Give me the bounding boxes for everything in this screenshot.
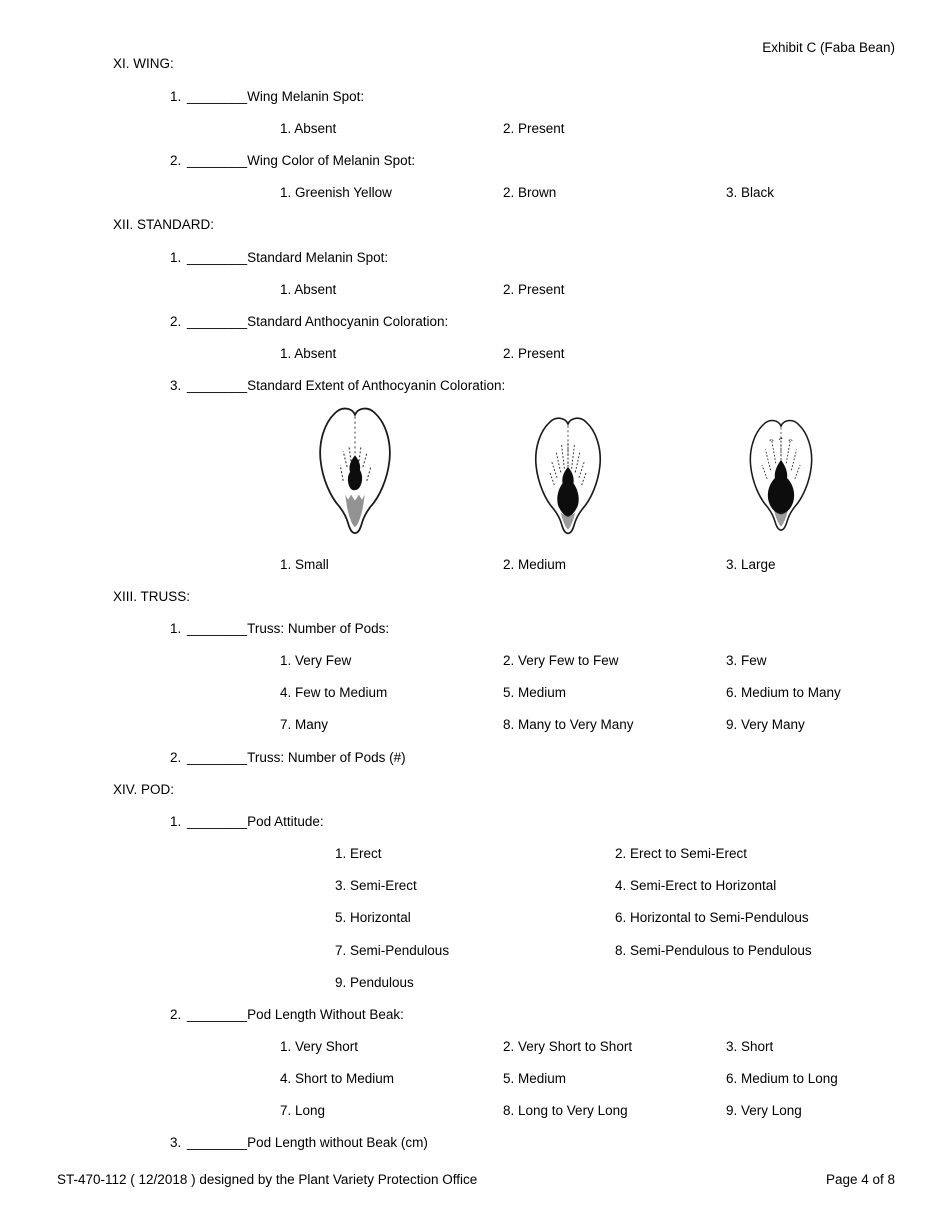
item-label: Truss: Number of Pods: bbox=[247, 621, 390, 636]
item-pod-attitude: 1. ________Pod Attitude: bbox=[170, 814, 324, 830]
option-horizontal-to-semi-pendulous: 6. Horizontal to Semi-Pendulous bbox=[615, 910, 809, 925]
section-heading-pod: XIV. POD: bbox=[113, 782, 175, 797]
option-medium-to-many: 6. Medium to Many bbox=[726, 685, 841, 700]
option-semi-erect-to-horizontal: 4. Semi-Erect to Horizontal bbox=[615, 878, 777, 893]
section-heading-standard: XII. STANDARD: bbox=[113, 217, 215, 232]
item-standard-melanin-spot: 1. ________Standard Melanin Spot: bbox=[170, 250, 388, 266]
item-pod-length-without-beak: 2. ________Pod Length Without Beak: bbox=[170, 1007, 404, 1023]
truss-number-of-pods-count-blank[interactable]: ________ bbox=[187, 750, 248, 765]
option-large: 3. Large bbox=[726, 557, 776, 572]
option-present: 2. Present bbox=[503, 346, 565, 361]
item-number: 2. bbox=[170, 1007, 182, 1022]
item-wing-melanin-spot: 1. ________Wing Melanin Spot: bbox=[170, 89, 364, 105]
option-long-to-very-long: 8. Long to Very Long bbox=[503, 1103, 628, 1118]
page-number: Page 4 of 8 bbox=[825, 1172, 895, 1187]
option-very-short: 1. Very Short bbox=[280, 1039, 359, 1054]
option-very-few-to-few: 2. Very Few to Few bbox=[503, 653, 619, 668]
wing-melanin-spot-blank[interactable]: ________ bbox=[187, 89, 248, 104]
item-label: Truss: Number of Pods (#) bbox=[247, 750, 406, 765]
form-id-footer: ST-470-112 ( 12/2018 ) designed by the P… bbox=[57, 1172, 478, 1187]
option-erect: 1. Erect bbox=[335, 846, 382, 861]
option-few: 3. Few bbox=[726, 653, 767, 668]
option-erect-to-semi-erect: 2. Erect to Semi-Erect bbox=[615, 846, 748, 861]
option-pendulous: 9. Pendulous bbox=[335, 975, 414, 990]
item-label: Wing Color of Melanin Spot: bbox=[247, 153, 416, 168]
section-heading-wing: XI. WING: bbox=[113, 56, 174, 71]
item-label: Pod Attitude: bbox=[247, 814, 324, 829]
item-number: 2. bbox=[170, 314, 182, 329]
option-short-to-medium: 4. Short to Medium bbox=[280, 1071, 395, 1086]
standard-melanin-spot-blank[interactable]: ________ bbox=[187, 250, 248, 265]
option-medium-to-long: 6. Medium to Long bbox=[726, 1071, 838, 1086]
item-standard-extent-anthocyanin: 3. ________Standard Extent of Anthocyanin… bbox=[170, 378, 505, 394]
option-very-short-to-short: 2. Very Short to Short bbox=[503, 1039, 633, 1054]
option-semi-pendulous-to-pendulous: 8. Semi-Pendulous to Pendulous bbox=[615, 943, 812, 958]
item-pod-length-without-beak-cm: 3. ________Pod Length without Beak (cm) bbox=[170, 1135, 428, 1151]
section-heading-truss: XIII. TRUSS: bbox=[113, 589, 191, 604]
option-absent: 1. Absent bbox=[280, 346, 337, 361]
option-greenish-yellow: 1. Greenish Yellow bbox=[280, 185, 392, 200]
option-absent: 1. Absent bbox=[280, 121, 337, 136]
item-truss-number-of-pods: 1. ________Truss: Number of Pods: bbox=[170, 621, 389, 637]
item-wing-color-melanin-spot: 2. ________Wing Color of Melanin Spot: bbox=[170, 153, 415, 169]
pod-length-cm-blank[interactable]: ________ bbox=[187, 1135, 248, 1150]
option-horizontal: 5. Horizontal bbox=[335, 910, 411, 925]
option-semi-pendulous: 7. Semi-Pendulous bbox=[335, 943, 450, 958]
option-long: 7. Long bbox=[280, 1103, 326, 1118]
option-brown: 2. Brown bbox=[503, 185, 557, 200]
option-medium: 2. Medium bbox=[503, 557, 567, 572]
option-very-long: 9. Very Long bbox=[726, 1103, 802, 1118]
item-number: 3. bbox=[170, 378, 182, 393]
item-label: Standard Melanin Spot: bbox=[247, 250, 389, 265]
item-label: Pod Length Without Beak: bbox=[247, 1007, 404, 1022]
option-very-many: 9. Very Many bbox=[726, 717, 805, 732]
option-small: 1. Small bbox=[280, 557, 329, 572]
item-truss-number-of-pods-count: 2. ________Truss: Number of Pods (#) bbox=[170, 750, 406, 766]
option-short: 3. Short bbox=[726, 1039, 774, 1054]
item-number: 1. bbox=[170, 250, 182, 265]
large-extent-petal-illustration bbox=[749, 419, 813, 531]
pod-length-without-beak-blank[interactable]: ________ bbox=[187, 1007, 248, 1022]
item-label: Standard Anthocyanin Coloration: bbox=[247, 314, 449, 329]
standard-extent-blank[interactable]: ________ bbox=[187, 378, 248, 393]
option-medium: 5. Medium bbox=[503, 1071, 567, 1086]
option-absent: 1. Absent bbox=[280, 282, 337, 297]
wing-color-melanin-spot-blank[interactable]: ________ bbox=[187, 153, 248, 168]
item-number: 2. bbox=[170, 750, 182, 765]
option-many: 7. Many bbox=[280, 717, 329, 732]
truss-number-of-pods-blank[interactable]: ________ bbox=[187, 621, 248, 636]
item-number: 1. bbox=[170, 89, 182, 104]
item-number: 1. bbox=[170, 621, 182, 636]
option-medium: 5. Medium bbox=[503, 685, 567, 700]
item-label: Standard Extent of Anthocyanin Coloratio… bbox=[247, 378, 506, 393]
exhibit-label: Exhibit C (Faba Bean) bbox=[762, 40, 895, 55]
option-present: 2. Present bbox=[503, 282, 565, 297]
pod-attitude-blank[interactable]: ________ bbox=[187, 814, 248, 829]
item-number: 2. bbox=[170, 153, 182, 168]
small-extent-petal-illustration bbox=[319, 407, 391, 534]
option-few-to-medium: 4. Few to Medium bbox=[280, 685, 388, 700]
item-number: 1. bbox=[170, 814, 182, 829]
option-semi-erect: 3. Semi-Erect bbox=[335, 878, 417, 893]
option-very-few: 1. Very Few bbox=[280, 653, 352, 668]
item-number: 3. bbox=[170, 1135, 182, 1150]
option-many-to-very-many: 8. Many to Very Many bbox=[503, 717, 634, 732]
item-label: Wing Melanin Spot: bbox=[247, 89, 365, 104]
option-present: 2. Present bbox=[503, 121, 565, 136]
standard-anthocyanin-blank[interactable]: ________ bbox=[187, 314, 248, 329]
item-standard-anthocyanin-coloration: 2. ________Standard Anthocyanin Coloratio… bbox=[170, 314, 448, 330]
option-black: 3. Black bbox=[726, 185, 775, 200]
medium-extent-petal-illustration bbox=[534, 417, 602, 535]
item-label: Pod Length without Beak (cm) bbox=[247, 1135, 428, 1150]
